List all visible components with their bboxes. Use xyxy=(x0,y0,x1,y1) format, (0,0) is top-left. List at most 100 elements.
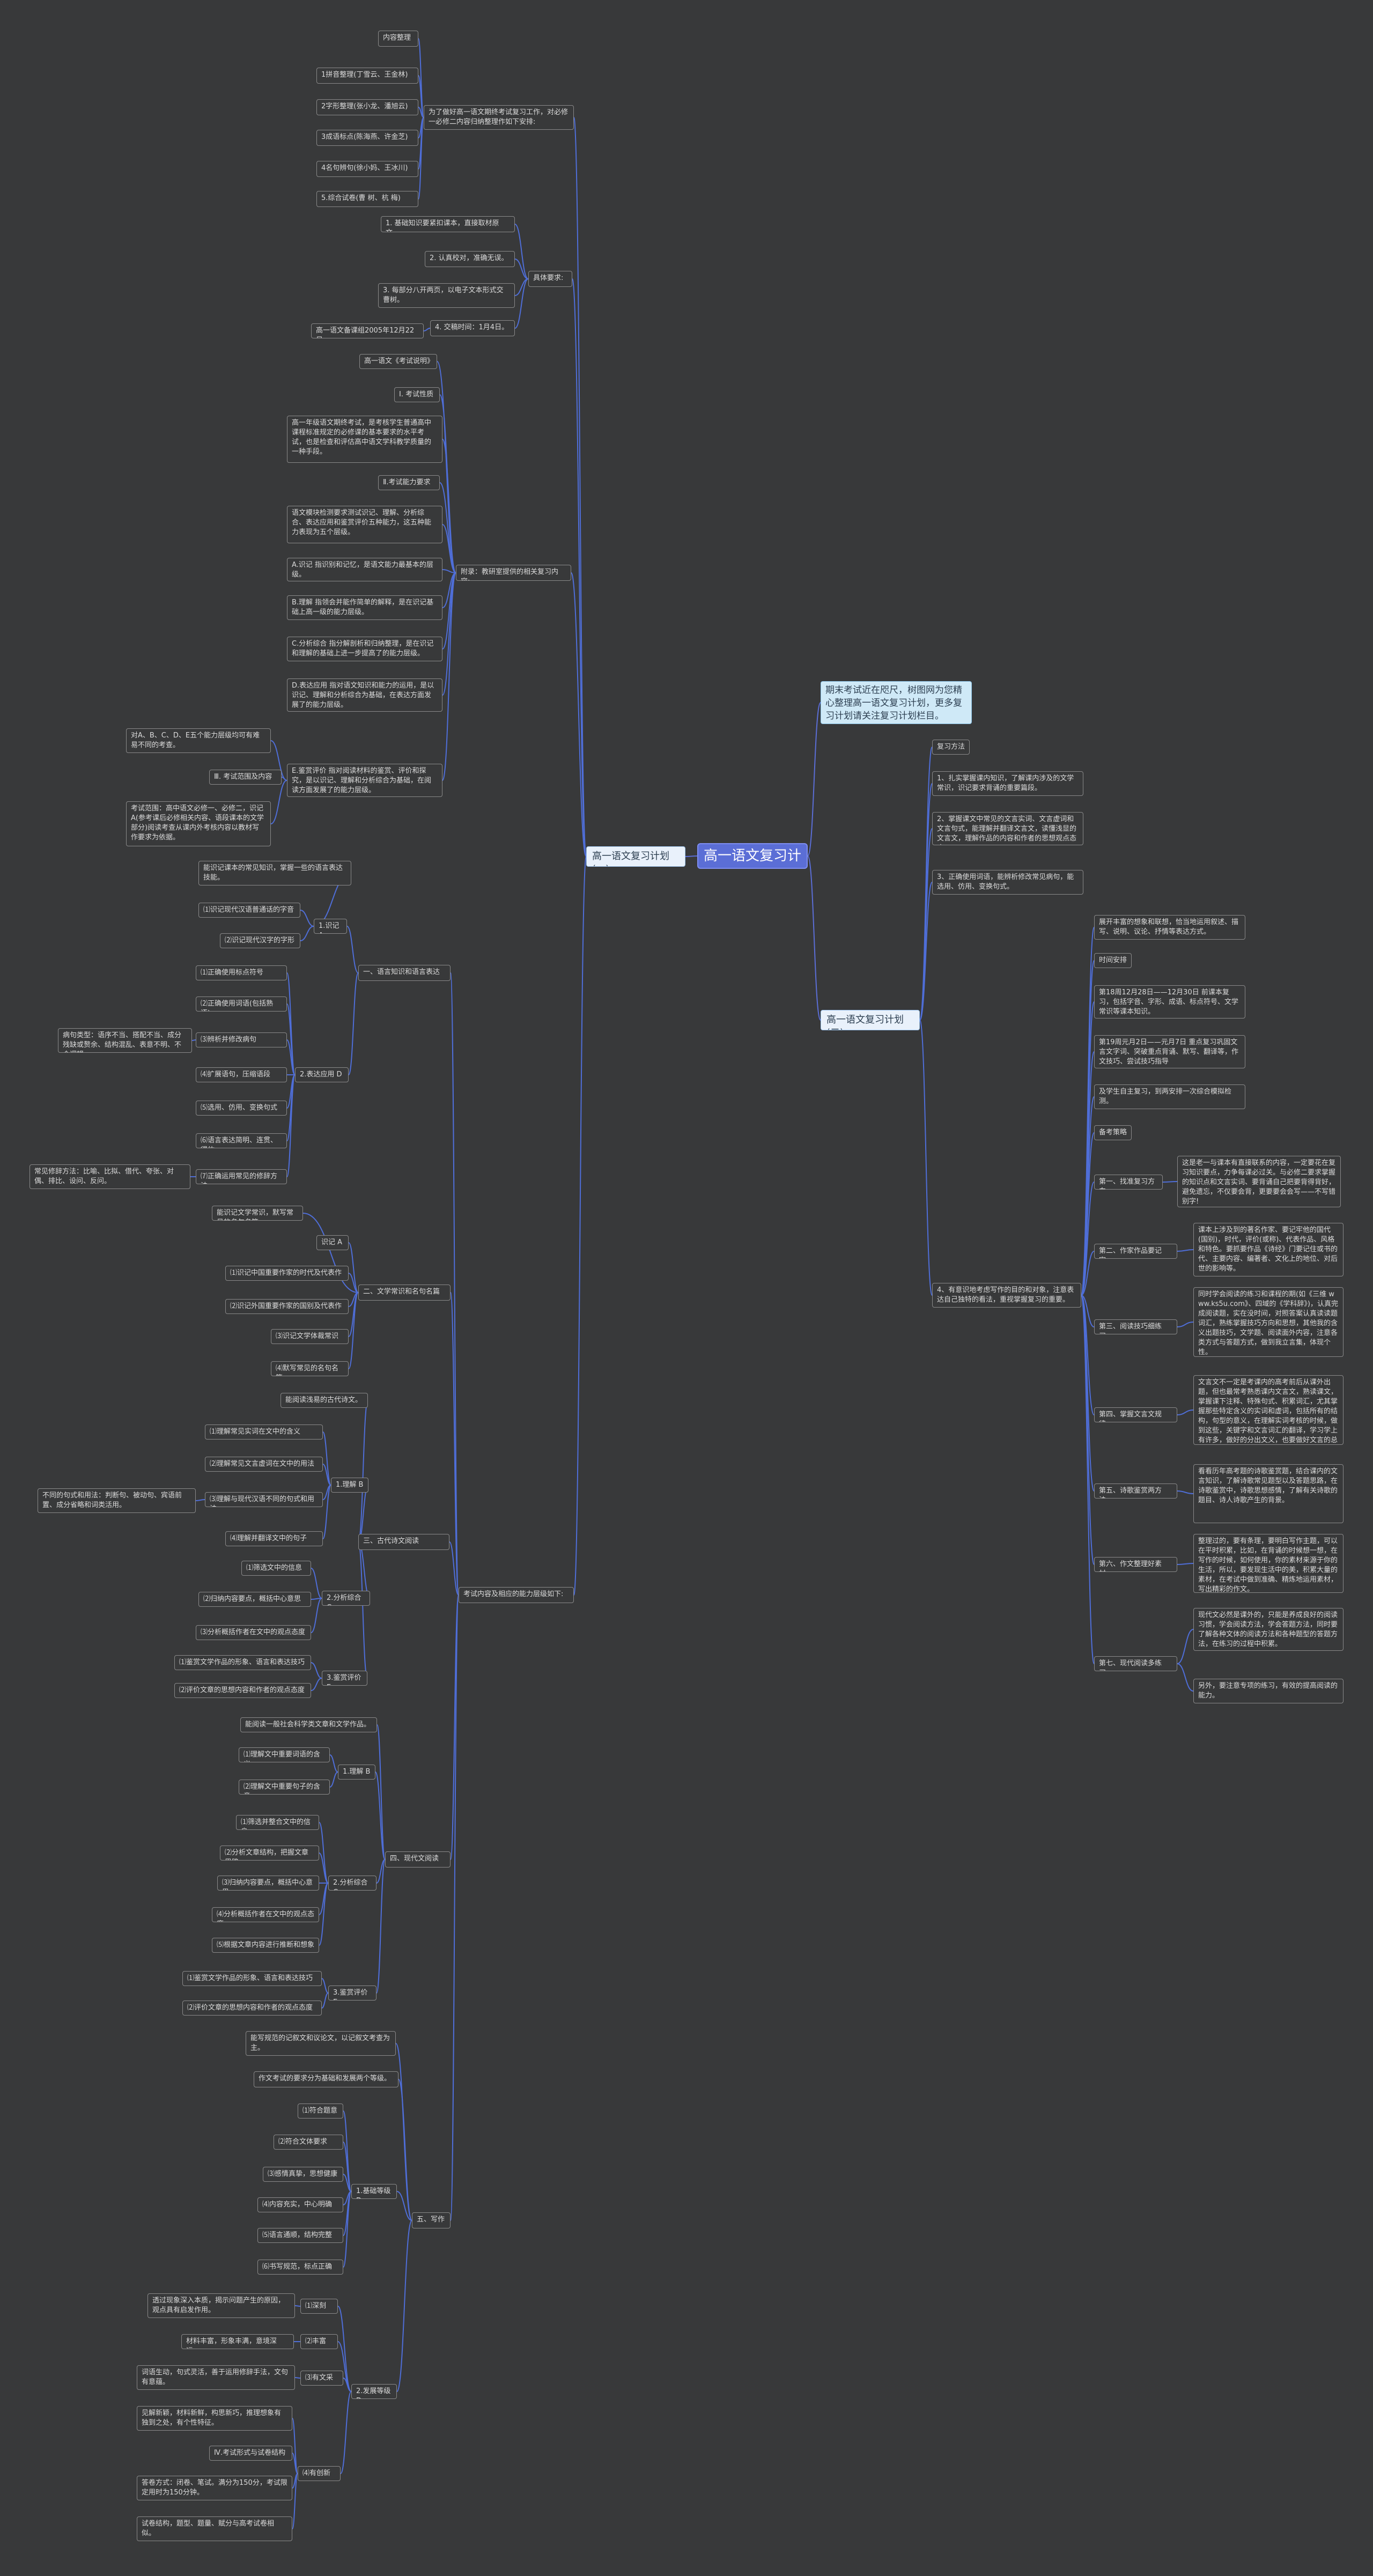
note-item[interactable]: 答卷方式：闭卷、笔试。满分为150分，考试限定用时为150分钟。 xyxy=(137,2476,292,2500)
level-node[interactable]: 1.基础等级D xyxy=(351,2184,397,2199)
level-item[interactable]: ⑵评价文章的思想内容和作者的观点态度 xyxy=(174,1683,311,1698)
level-item[interactable]: ⑴符合题意 xyxy=(298,2103,343,2119)
exam-desc-item[interactable]: Ⅰ. 考试性质 xyxy=(394,387,440,402)
exam-desc-item[interactable]: A.识记 指识别和记忆，是语文能力最基本的层级。 xyxy=(287,558,442,581)
level-node[interactable]: 2.分析综合 C xyxy=(322,1591,370,1606)
level-item[interactable]: ⑷扩展语句，压缩语段 xyxy=(196,1067,287,1082)
schedule-item[interactable]: 第19周元月2日——元月7日 重点复习巩固文言文字词、突破重点背诵、默写、翻译等… xyxy=(1094,1035,1245,1068)
intro-item[interactable]: 3成语标点(陈海燕、许金芝) xyxy=(316,130,418,146)
intro-item[interactable]: 内容整理 xyxy=(378,31,418,47)
level-item[interactable]: ⑵理解常见文言虚词在文中的用法 xyxy=(205,1457,323,1472)
level-node[interactable]: 1.识记 A xyxy=(314,919,347,934)
exam-desc-item[interactable]: 语文模块检测要求测试识记、理解、分析综合、表达应用和鉴赏评价五种能力，这五种能力… xyxy=(287,506,442,543)
schedule-item[interactable]: 第18周12月28日——12月30日 前课本复习，包括字音、字形、成语、标点符号… xyxy=(1094,985,1245,1018)
level-item[interactable]: ⑵识记现代汉字的字形 xyxy=(220,933,300,948)
literature-item[interactable]: 识记 A xyxy=(316,1235,349,1250)
section-intro[interactable]: 能阅读浅易的古代诗文。 xyxy=(280,1393,368,1408)
plan2-item[interactable]: 2、掌握课文中常见的文言实词、文言虚词和文言句式，能理解并翻译文言文，读懂浅显的… xyxy=(932,812,1083,845)
exam-desc-item[interactable]: B.理解 指领会并能作简单的解释，是在识记基础上高一级的能力层级。 xyxy=(287,595,442,620)
strategy-detail[interactable]: 整理过的，要有条理，要明白写作主题，可以在平时积累，比如，在背诵的时候想一想，在… xyxy=(1193,1534,1344,1593)
level-item[interactable]: ⑵理解文中重要句子的含意 xyxy=(239,1780,330,1795)
level-item[interactable]: ⑶理解与现代汉语不同的句式和用法 xyxy=(205,1492,323,1507)
intro-item[interactable]: 2字形整理(张小龙、潘旭云) xyxy=(316,99,418,115)
plan2-topic[interactable]: 高一语文复习计划(二) xyxy=(821,1010,920,1030)
requirement-item[interactable]: 3. 每部分八开两页，以电子文本形式交曹树。 xyxy=(378,283,515,308)
section-intro[interactable]: 能阅读一般社会科学类文章和文学作品。 xyxy=(240,1717,377,1732)
level-node[interactable]: 1.理解 B xyxy=(338,1765,375,1780)
section-classical[interactable]: 三、古代诗文阅读 xyxy=(358,1534,449,1550)
level-item[interactable]: ⑶有文采 xyxy=(300,2371,343,2386)
level-item[interactable]: ⑵符合文体要求 xyxy=(274,2135,343,2150)
strategy-detail[interactable]: 看看历年高考题的诗歌鉴赏题，结合课内的文言知识，了解诗歌常见题型以及答题思路，在… xyxy=(1193,1464,1344,1523)
plan-intro[interactable]: 为了做好高一语文期终考试复习工作，对必修一必修二内容归纳整理作如下安排: xyxy=(424,105,574,130)
level-node[interactable]: 3.鉴赏评价 E xyxy=(322,1671,367,1686)
level-item[interactable]: ⑵分析文章结构，把握文章思路 xyxy=(220,1846,319,1861)
strategy-detail[interactable]: 同时学会阅读的练习和课程的期(如《三维 www.ks5u.com》、四域的《学科… xyxy=(1193,1287,1344,1357)
note-item[interactable]: 透过现象深入本质，揭示问题产生的原因，观点具有启发作用。 xyxy=(147,2293,295,2318)
strategy-detail[interactable]: 另外，要注意专项的练习，有效的提高阅读的能力。 xyxy=(1193,1679,1344,1703)
strategy-label[interactable]: 第一、找准复习方向。 xyxy=(1094,1175,1163,1190)
note-item[interactable]: 不同的句式和用法：判断句、被动句、宾语前置、成分省略和词类活用。 xyxy=(38,1488,196,1513)
level-item[interactable]: ⑴识记现代汉语普通话的字音 xyxy=(198,903,300,918)
date-note[interactable]: 高一语文备课组2005年12月22日 xyxy=(311,323,424,338)
level-item[interactable]: ⑴正确使用标点符号 xyxy=(196,965,287,980)
note-item[interactable]: 试卷结构，题型、题量、赋分与高考试卷相似。 xyxy=(137,2516,292,2541)
note-item[interactable]: 常见修辞方法：比喻、比拟、借代、夸张、对偶、排比、设问、反问。 xyxy=(29,1164,190,1189)
plan2-item[interactable]: 复习方法 xyxy=(932,740,970,755)
section-writing[interactable]: 五、写作 xyxy=(412,2212,451,2228)
level-item[interactable]: ⑶分析概括作者在文中的观点态度 xyxy=(196,1625,311,1640)
requirement-item[interactable]: 4. 交稿时间：1月4日。 xyxy=(430,320,515,336)
plan2-item[interactable]: 1、扎实掌握课内知识，了解课内涉及的文学常识，识记要求背诵的重要篇段。 xyxy=(932,771,1083,796)
strategy-label[interactable]: 第五、诗歌鉴赏两方法。 xyxy=(1094,1483,1177,1499)
level-item[interactable]: ⑴筛选并整合文中的信息 xyxy=(236,1815,319,1830)
note-item[interactable]: 见解新颖，材料新鲜，构思新巧，推理想象有独到之处，有个性特征。 xyxy=(137,2406,292,2431)
level-item[interactable]: ⑹语言表达简明、连贯、得体 xyxy=(196,1133,287,1148)
level-item[interactable]: ⑺正确运用常见的修辞方法 xyxy=(196,1169,287,1184)
exam-desc-item[interactable]: E.鉴赏评价 指对阅读材料的鉴赏、评价和探究，是以识记、理解和分析综合为基础，在… xyxy=(287,764,442,797)
strategy-label[interactable]: 第四、掌握文言文规律。 xyxy=(1094,1407,1177,1422)
requirements-label[interactable]: 具体要求: xyxy=(528,271,572,287)
level-item[interactable]: ⑶感情真挚，思想健康 xyxy=(263,2167,343,2182)
exam-desc-subitem[interactable]: Ⅲ. 考试范围及内容 xyxy=(209,770,282,785)
level-item[interactable]: ⑷内容充实，中心明确 xyxy=(257,2197,343,2212)
strategy-label[interactable]: 第七、现代阅读多练习。 xyxy=(1094,1656,1177,1671)
level-item[interactable]: ⑶辨析并修改病句 xyxy=(196,1032,287,1047)
literature-item[interactable]: ⑶识记文学体裁常识 xyxy=(271,1329,349,1344)
section-literature[interactable]: 二、文学常识和名句名篇 xyxy=(358,1285,451,1301)
exam-desc-item[interactable]: 高一语文《考试说明》 xyxy=(359,354,437,369)
strategy-label[interactable]: 第三、阅读技巧细练习。 xyxy=(1094,1319,1177,1334)
level-item[interactable]: ⑵评价文章的思想内容和作者的观点态度 xyxy=(182,2001,322,2016)
strategy-label[interactable]: 第二、作家作品要记牢。 xyxy=(1094,1244,1177,1259)
level-item[interactable]: ⑴筛选文中的信息 xyxy=(241,1561,311,1576)
exam-desc-item[interactable]: 高一年级语文期终考试，是考核学生普通高中课程标准规定的必修课的基本要求的水平考试… xyxy=(287,416,442,463)
note-item[interactable]: 病句类型：语序不当、搭配不当、成分残缺或赘余、结构混乱、表意不明、不合逻辑。 xyxy=(58,1028,192,1053)
level-node[interactable]: 1.理解 B xyxy=(331,1478,368,1493)
note-item[interactable]: Ⅳ.考试形式与试卷结构 xyxy=(209,2446,292,2461)
level-item[interactable]: ⑸根据文章内容进行推断和想象 xyxy=(212,1938,319,1953)
intro-item[interactable]: 1拼音整理(丁雪云、王金林) xyxy=(316,68,418,84)
exam-desc-item[interactable]: C.分析综合 指分解剖析和归纳整理，是在识记和理解的基础上进一步提高了的能力层级… xyxy=(287,637,442,661)
strategy-detail[interactable]: 文言文不一定是考课内的高考前后从课外出题，但也最常考熟悉课内文言文，熟读课文，掌… xyxy=(1193,1375,1344,1445)
root-topic[interactable]: 高一语文复习计划 xyxy=(697,843,808,869)
level-node[interactable]: 2.发展等级D xyxy=(351,2384,397,2399)
level-item[interactable]: ⑵丰富 xyxy=(300,2334,338,2349)
exam-desc-item[interactable]: D.表达应用 指对语文知识和能力的运用，是以识记、理解和分析综合为基础，在表达方… xyxy=(287,678,442,712)
requirement-item[interactable]: 1. 基础知识要紧扣课本，直接取材原文。 xyxy=(381,216,515,232)
plan2-item[interactable]: 3、正确使用词语，能辨析修改常见病句，能选用、仿用、变换句式。 xyxy=(932,870,1083,895)
level-node[interactable]: 3.鉴赏评价E xyxy=(328,1985,377,2001)
level-item[interactable]: ⑴深刻 xyxy=(300,2299,338,2314)
literature-item[interactable]: ⑴识记中国重要作家的时代及代表作 xyxy=(225,1266,349,1281)
level-item[interactable]: 能识记课本的常见知识，掌握一些的语言表达技能。 xyxy=(198,861,351,885)
exam-desc-label[interactable]: 附录：教研室提供的相关复习内容: xyxy=(456,565,571,581)
level-item[interactable]: ⑹书写规范，标点正确 xyxy=(257,2260,343,2275)
level-item[interactable]: ⑴鉴赏文学作品的形象、语言和表达技巧 xyxy=(182,1971,322,1986)
strategy-detail[interactable]: 课本上涉及到的著名作家、要记牢他的国代(国别)，时代，评价(或称)、代表作品、风… xyxy=(1193,1223,1344,1276)
exam-scope-label[interactable]: 考试内容及相应的能力层级如下: xyxy=(459,1587,574,1603)
plan1-topic[interactable]: 高一语文复习计划(一) xyxy=(586,846,685,867)
level-item[interactable]: ⑸选用、仿用、变换句式 xyxy=(196,1101,287,1116)
intro-item[interactable]: 5.综合试卷(曹 树、杭 梅) xyxy=(316,191,418,207)
section-language[interactable]: 一、语言知识和语言表达 xyxy=(358,965,451,981)
level-node[interactable]: 2.分析综合C xyxy=(328,1876,377,1891)
level-item[interactable]: ⑴理解常见实词在文中的含义 xyxy=(205,1424,323,1440)
strategy-detail[interactable]: 现代文必然是课外的，只能是养成良好的阅读习惯，学会阅读方法，学会答题方法，同时要… xyxy=(1193,1608,1344,1651)
